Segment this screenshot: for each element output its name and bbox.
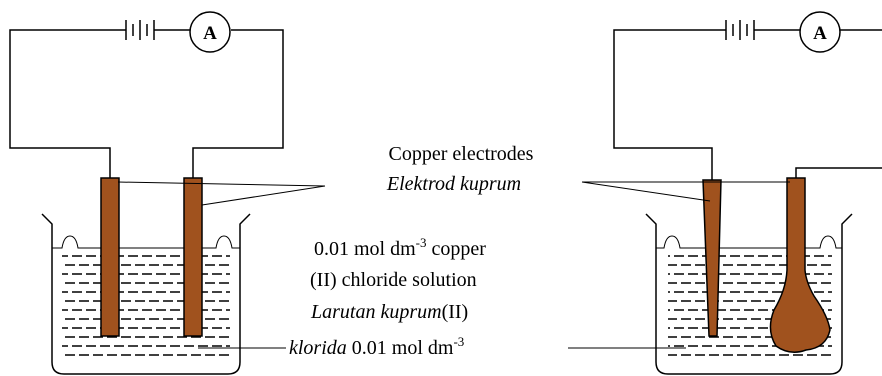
left-wire-left bbox=[9, 29, 118, 180]
solution-label-line4: klorida 0.01 mol dm-3 bbox=[289, 334, 464, 359]
left-solution bbox=[62, 250, 230, 362]
pointer-left-cathode bbox=[201, 185, 326, 206]
pointer-left-anode bbox=[117, 181, 326, 187]
right-apparatus: A bbox=[613, 11, 882, 375]
electrode-label-group: Copper electrodes Elektrod kuprum bbox=[117, 143, 790, 206]
right-beaker bbox=[645, 213, 853, 375]
right-electrode-cathode-deposit bbox=[769, 177, 831, 353]
electrodes-label-en: Copper electrodes bbox=[389, 143, 534, 165]
right-electrode-anode-thinned bbox=[702, 179, 722, 337]
svg-text:A: A bbox=[203, 23, 217, 44]
left-apparatus: A bbox=[9, 11, 284, 375]
electrodes-label-ms: Elektrod kuprum bbox=[386, 173, 521, 195]
left-electrode-anode bbox=[100, 177, 120, 337]
right-ammeter-icon: A bbox=[799, 11, 841, 53]
right-wire-right bbox=[795, 167, 882, 180]
solution-label-line1: 0.01 mol dm-3 copper bbox=[314, 235, 486, 260]
svg-text:A: A bbox=[813, 23, 827, 44]
right-battery-icon bbox=[718, 20, 760, 40]
solution-label-line3: Larutan kuprum(II) bbox=[310, 301, 468, 323]
left-ammeter-icon: A bbox=[189, 11, 231, 53]
right-wire-left bbox=[613, 29, 718, 180]
left-beaker bbox=[41, 213, 251, 375]
left-battery-icon bbox=[118, 20, 160, 40]
pointer-right-anode bbox=[581, 181, 711, 202]
left-electrode-cathode bbox=[183, 177, 203, 337]
solution-label-group: 0.01 mol dm-3 copper (II) chloride solut… bbox=[198, 235, 686, 359]
left-wire-right bbox=[192, 29, 284, 180]
solution-label-line2: (II) chloride solution bbox=[310, 269, 477, 291]
